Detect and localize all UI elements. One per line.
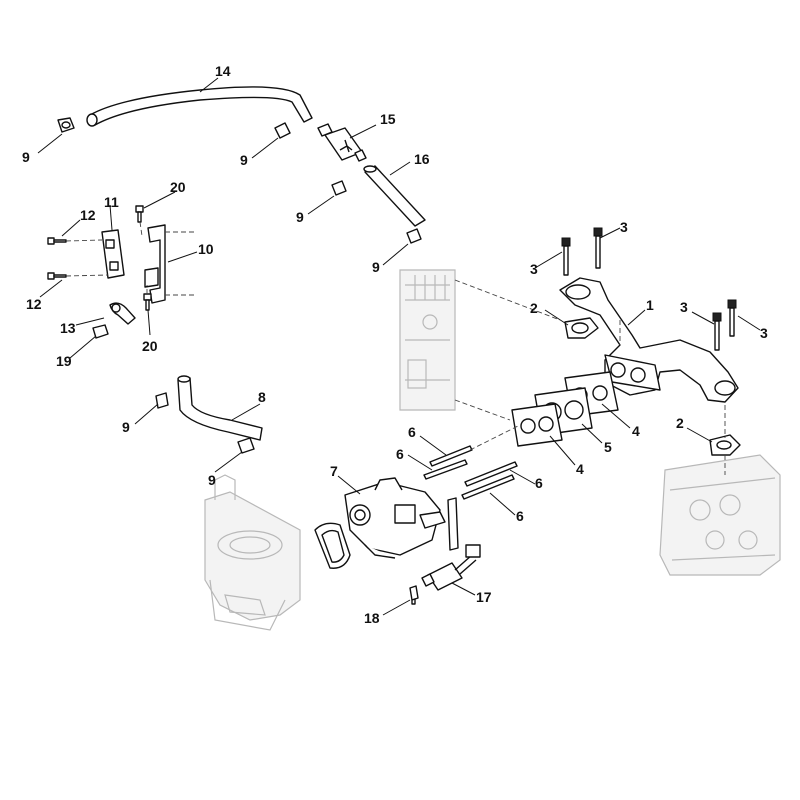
callout-18: 18 — [364, 610, 380, 626]
callout-17: 17 — [476, 589, 492, 605]
callout-3: 3 — [680, 299, 688, 315]
callout-9: 9 — [296, 209, 304, 225]
mount-plate-11 — [101, 229, 125, 279]
callout-6: 6 — [408, 424, 416, 440]
callout-5: 5 — [604, 439, 612, 455]
callout-9: 9 — [122, 419, 130, 435]
bolt-12b — [47, 272, 67, 280]
callout-12: 12 — [80, 207, 96, 223]
screw-20a — [135, 205, 144, 223]
callout-14: 14 — [215, 63, 231, 79]
fuel-hose-16 — [363, 165, 426, 227]
callout-2: 2 — [530, 300, 538, 316]
stud-6b — [423, 459, 468, 480]
callout-15: 15 — [380, 111, 396, 127]
gasket-2a — [564, 317, 599, 339]
elbow-13 — [109, 302, 136, 325]
fuel-filter-15 — [317, 123, 367, 162]
callout-12: 12 — [26, 296, 42, 312]
callout-16: 16 — [414, 151, 430, 167]
callout-4: 4 — [632, 423, 640, 439]
callout-9: 9 — [22, 149, 30, 165]
engine-housing-ghost — [204, 474, 301, 631]
fuel-solenoid-17 — [421, 544, 481, 591]
gasket-2b — [709, 434, 741, 456]
callout-1: 1 — [646, 297, 654, 313]
clip-19 — [92, 324, 109, 339]
fuel-hose-8 — [177, 375, 263, 441]
callout-20: 20 — [170, 179, 186, 195]
stud-6a — [429, 445, 473, 467]
bolt-3b — [593, 227, 603, 269]
hose-clamp-9f — [237, 437, 255, 454]
callout-6: 6 — [516, 508, 524, 524]
hose-clamp-9d — [406, 228, 422, 244]
callout-3: 3 — [530, 261, 538, 277]
bolt-3a — [561, 237, 571, 276]
callout-6: 6 — [396, 446, 404, 462]
fuel-hose-14 — [86, 86, 313, 127]
intake-manifold-ghost — [399, 269, 456, 411]
insulator-plate — [447, 497, 459, 551]
callout-19: 19 — [56, 353, 72, 369]
exhaust-manifold-1 — [559, 277, 739, 403]
callout-labels: 14 9 9 15 16 9 9 20 12 11 10 12 13 19 20… — [22, 63, 768, 626]
callout-9: 9 — [372, 259, 380, 275]
hose-clamp-9e — [155, 392, 169, 409]
callout-6: 6 — [535, 475, 543, 491]
hose-clamp-9a — [57, 117, 75, 133]
callout-13: 13 — [60, 320, 76, 336]
bracket-10 — [144, 224, 166, 304]
stud-6c — [464, 461, 518, 487]
hose-clamp-9c — [331, 180, 347, 196]
callout-8: 8 — [258, 389, 266, 405]
callout-4: 4 — [576, 461, 584, 477]
carburetor-7 — [344, 477, 446, 559]
bolt-3d — [727, 299, 737, 337]
carb-gasket — [314, 522, 351, 569]
callout-7: 7 — [330, 463, 338, 479]
callout-20: 20 — [142, 338, 158, 354]
callout-9: 9 — [240, 152, 248, 168]
bolt-3c — [712, 312, 722, 351]
hose-clamp-9b — [274, 122, 291, 139]
callout-3: 3 — [620, 219, 628, 235]
leader-lines — [37, 77, 761, 616]
jet-18 — [409, 585, 419, 605]
bolt-12a — [47, 237, 67, 245]
cylinder-head-ghost — [659, 454, 781, 576]
stud-6d — [461, 474, 515, 500]
callout-10: 10 — [198, 241, 214, 257]
gasket-4b — [511, 403, 563, 447]
callout-3: 3 — [760, 325, 768, 341]
callout-2: 2 — [676, 415, 684, 431]
callout-11: 11 — [104, 194, 119, 210]
callout-9: 9 — [208, 472, 216, 488]
screw-20b — [143, 293, 152, 311]
